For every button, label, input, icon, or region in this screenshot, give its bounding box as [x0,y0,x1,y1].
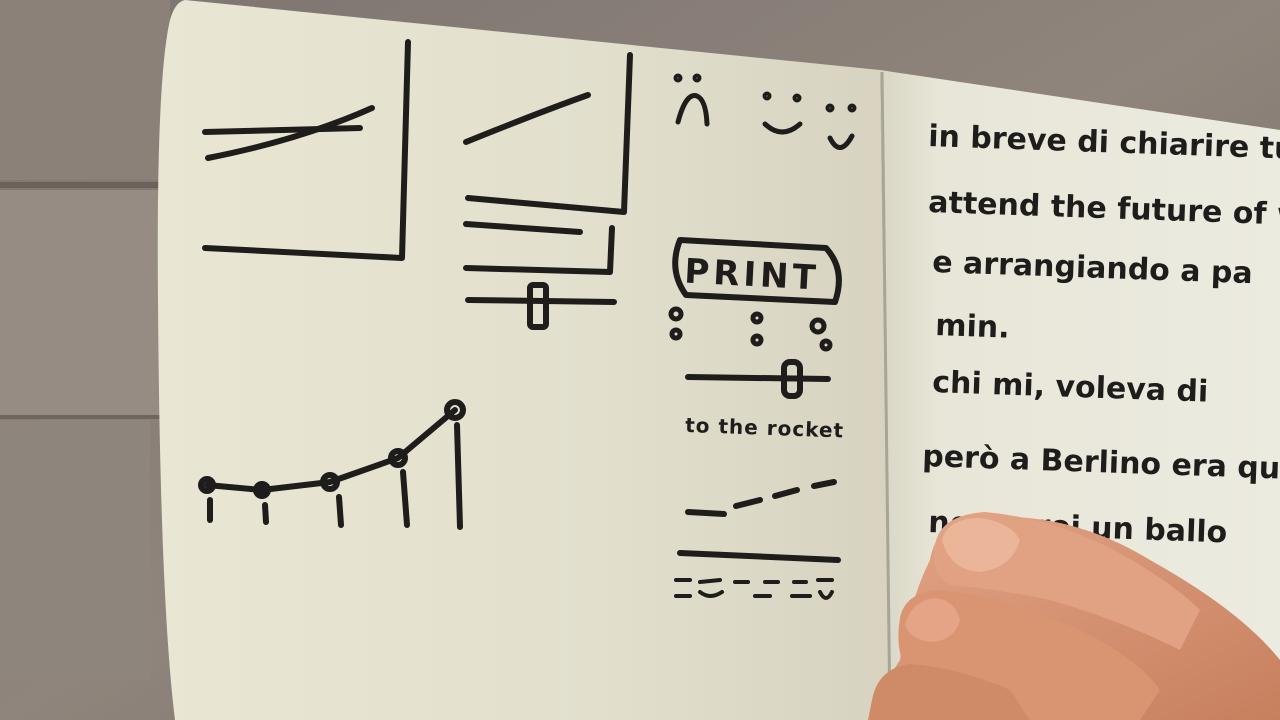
background-panel-bottom [0,420,150,680]
background-panel-top [0,0,170,180]
left-page [157,0,890,720]
sketch-crossing-lines [202,39,411,261]
handwritten-text: in breve di chiarire tu li dimo attend t… [922,119,1280,550]
handwritten-line: min. [935,308,1010,346]
sketches [198,39,857,600]
background-panel-middle [0,190,160,415]
sketch-slider [685,359,831,399]
slider-caption: to the rocket [685,413,845,443]
sketch-line-chart [198,399,466,530]
hand [868,512,1280,720]
print-button-label: PRINT [683,251,820,298]
sketch-print-button [672,237,842,305]
sketch-faces [673,73,857,150]
sketch-dotted-row [674,578,834,600]
sketch-dashed-lines [677,479,841,563]
page-gutter [880,71,892,720]
sketch-dot-row [668,306,833,352]
hand-finger-bottom [868,664,1030,720]
fingernail [942,518,1020,572]
sketch-stacked-panels [463,52,633,330]
